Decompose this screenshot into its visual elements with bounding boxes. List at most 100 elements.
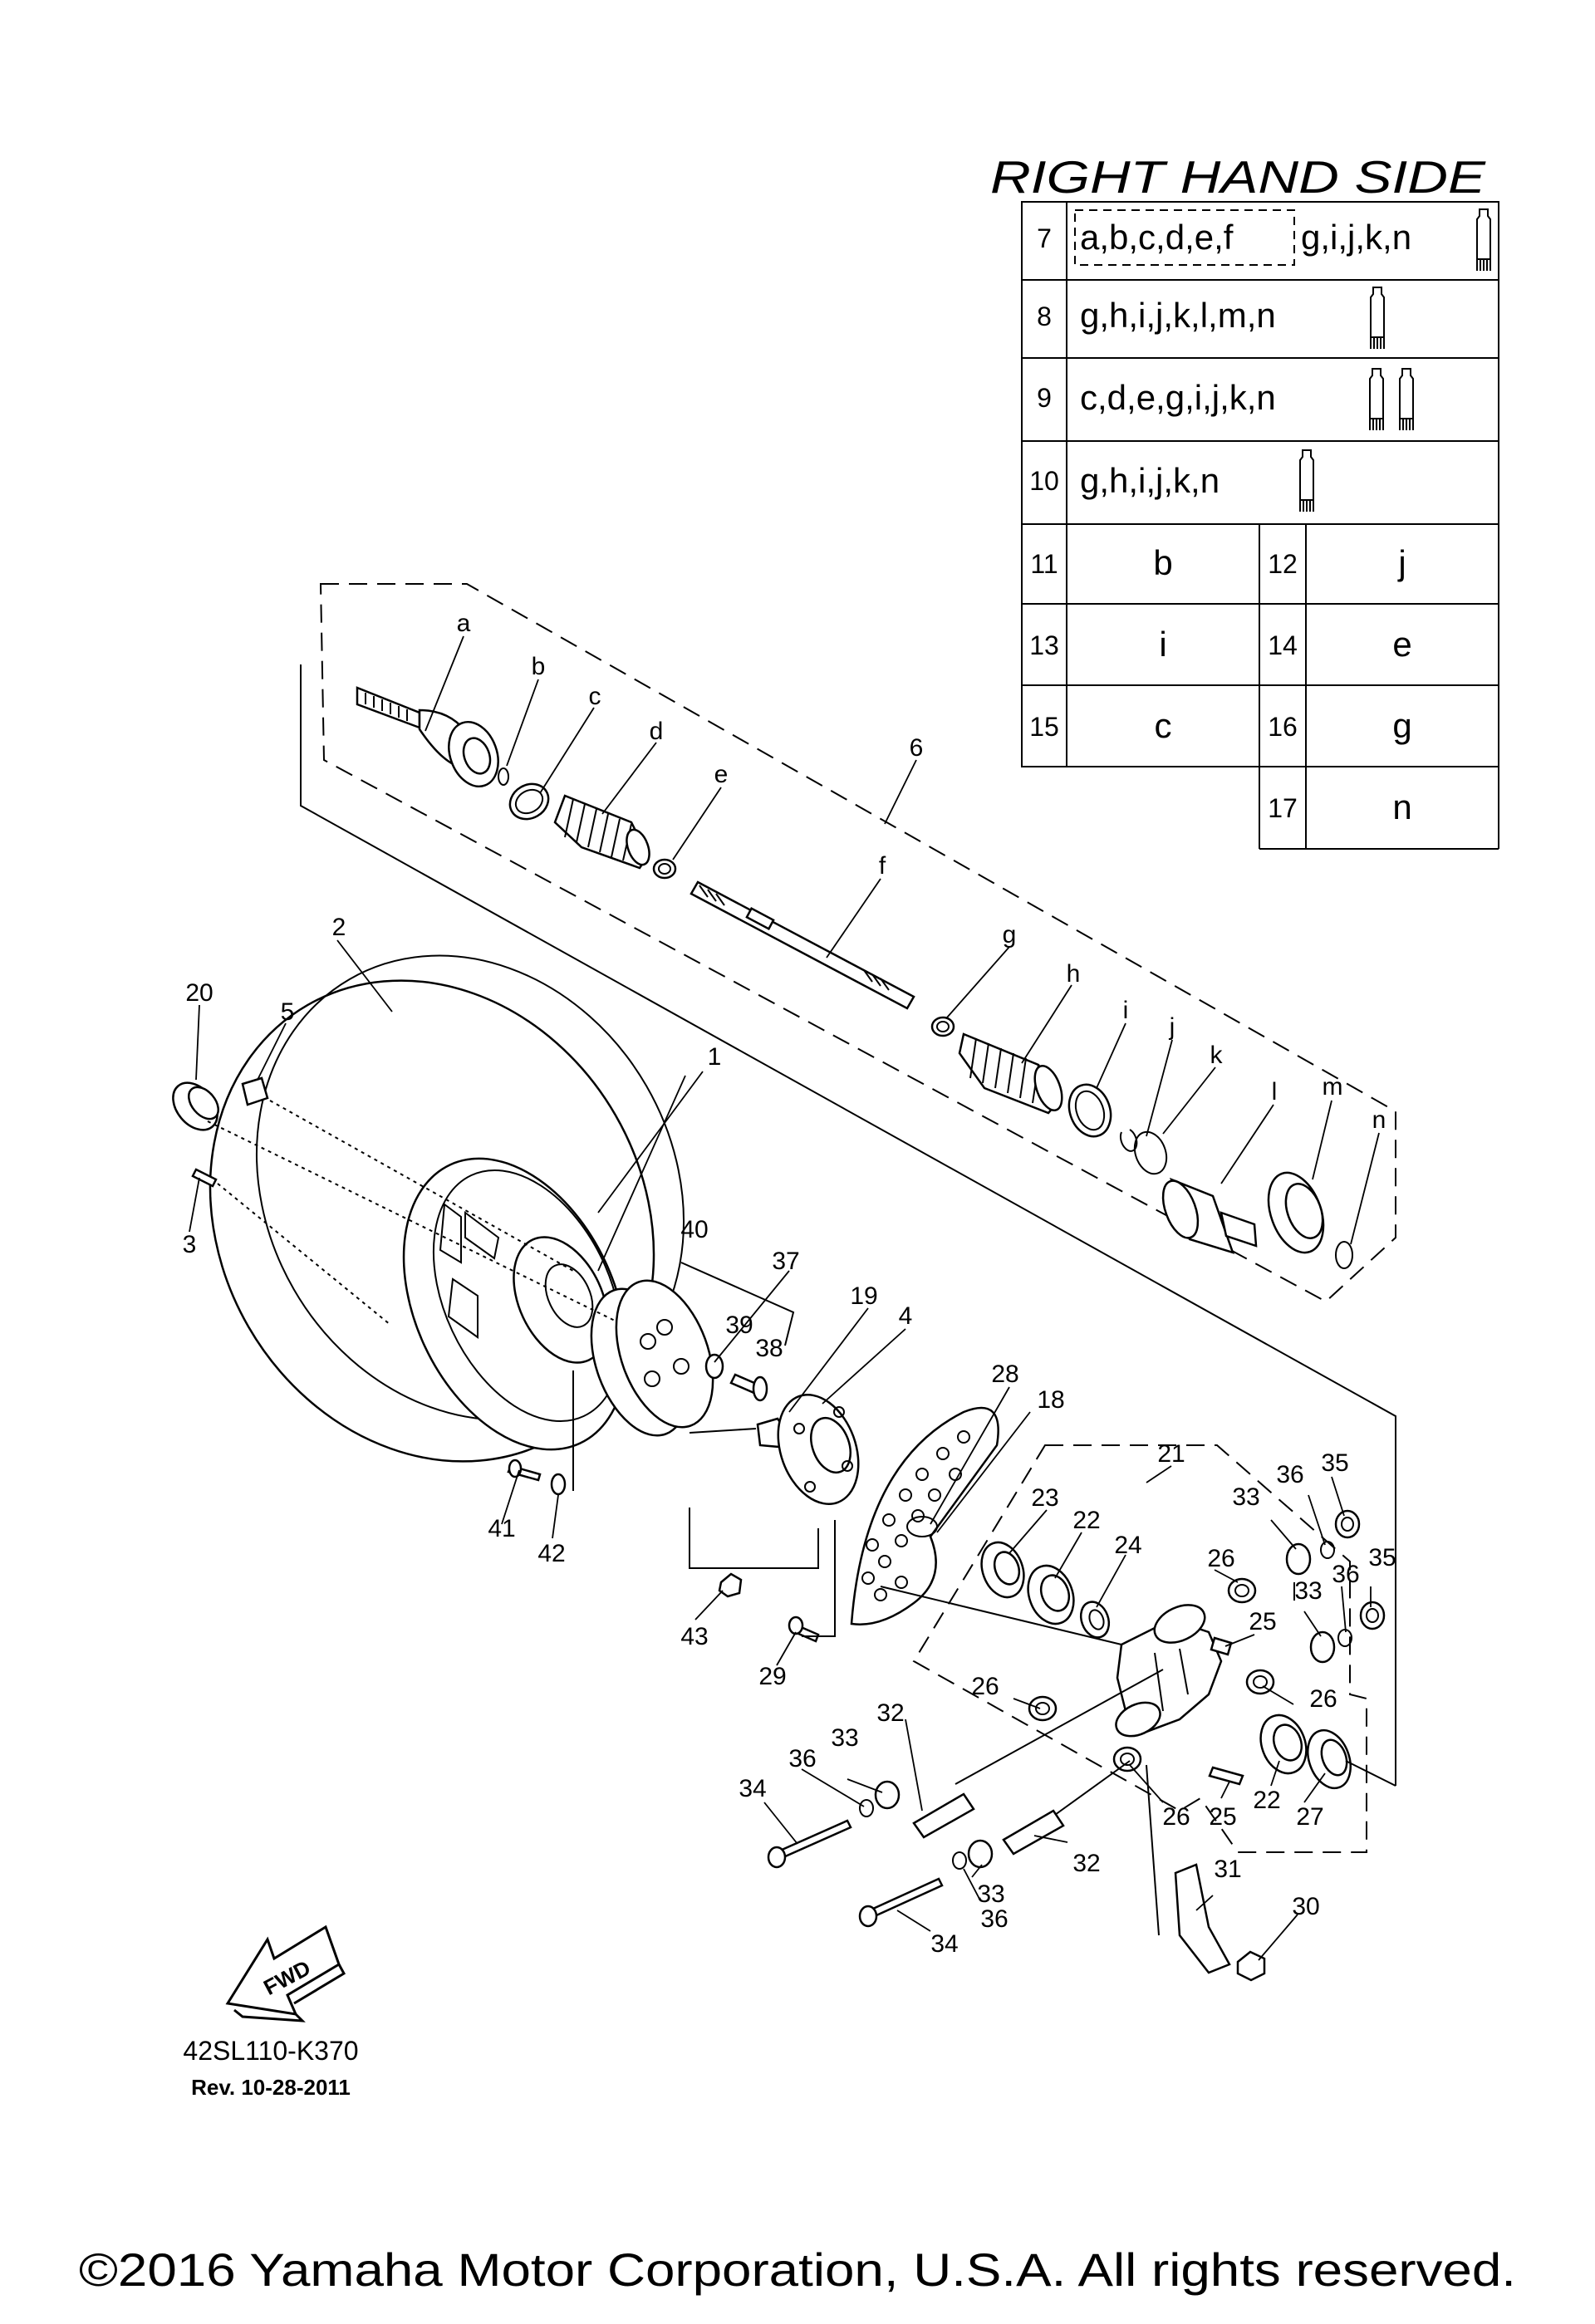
bolt-38 — [729, 1373, 768, 1402]
part-label: f — [879, 852, 886, 880]
part-number: 5 — [281, 998, 295, 1026]
assembly-line — [1345, 1760, 1396, 1787]
group-bracket — [802, 1520, 836, 1637]
assembly-line — [955, 1669, 1164, 1785]
washer-33 — [1285, 1542, 1312, 1576]
bolt-34 — [767, 1819, 852, 1869]
cv-boot-d — [553, 794, 650, 870]
knuckle-group-boundary — [912, 1444, 1367, 1853]
part-number: 32 — [1072, 1850, 1100, 1877]
bearing-22 — [1027, 1564, 1075, 1625]
part-label: e — [714, 761, 729, 788]
collar-35 — [1334, 1509, 1361, 1539]
part-number: 35 — [1368, 1544, 1396, 1571]
cv-boot-h — [958, 1032, 1063, 1115]
bushing-26 — [1028, 1695, 1058, 1722]
drive-shaft-f — [690, 880, 915, 1010]
copyright-notice: ©2016 Yamaha Motor Corporation, U.S.A. A… — [79, 2243, 1516, 2296]
grease-tube-icon — [1370, 287, 1385, 349]
table-row: 15 c 16 g — [1029, 706, 1411, 745]
steering-knuckle — [1115, 1604, 1223, 1738]
circlip-b — [498, 767, 509, 786]
table-row: 7 a,b,c,d,e,f g,i,j,k,n — [1037, 218, 1411, 257]
washer-36 — [859, 1799, 874, 1817]
part-number: 33 — [1294, 1577, 1322, 1605]
part-number: 21 — [1157, 1440, 1185, 1468]
washer-33 — [967, 1839, 994, 1869]
row-parts: n — [1392, 787, 1411, 826]
bearing-22 — [1259, 1714, 1308, 1775]
grease-nipple-25 — [1210, 1636, 1233, 1656]
diagram-code: 42SL110-K370 — [183, 2036, 358, 2066]
part-number: 26 — [1162, 1803, 1190, 1831]
part-number: 36 — [788, 1745, 816, 1772]
spacer-24 — [1079, 1601, 1111, 1639]
leader-lines — [189, 939, 1372, 1961]
row-number: 9 — [1037, 383, 1052, 413]
washer-42 — [550, 1473, 567, 1496]
circlip-k — [1133, 1130, 1168, 1175]
row-parts: j — [1396, 543, 1406, 582]
revision-date: Rev. 10-28-2011 — [191, 2075, 351, 2100]
bolt-34 — [858, 1877, 944, 1928]
alignment-line — [207, 1120, 616, 1321]
part-label: c — [589, 683, 601, 710]
washer-33 — [874, 1780, 901, 1810]
part-number: 38 — [755, 1335, 783, 1362]
wheel-rim — [402, 1157, 628, 1451]
part-number: 18 — [1037, 1386, 1064, 1414]
assembly-line — [1054, 1760, 1131, 1816]
row-number: 8 — [1037, 302, 1052, 331]
part-number: 39 — [725, 1312, 753, 1339]
row-number: 7 — [1037, 223, 1052, 253]
part-number: 40 — [680, 1216, 708, 1243]
part-number: 32 — [876, 1699, 904, 1727]
part-label: i — [1123, 997, 1129, 1024]
boot-band-e-inner — [658, 863, 671, 875]
part-number: 29 — [758, 1663, 786, 1690]
part-number: 27 — [1296, 1803, 1323, 1831]
cv-joint-inner — [1161, 1177, 1258, 1254]
part-number: 36 — [1276, 1461, 1303, 1488]
table-row: 10 g,h,i,j,k,n — [1029, 461, 1220, 500]
table-row: 11 b 12 j — [1030, 543, 1406, 582]
part-number: 24 — [1114, 1532, 1141, 1559]
oil-seal-23 — [980, 1541, 1025, 1599]
number-labels: 1 2 3 4 5 6 18 19 20 21 22 22 23 24 25 2… — [183, 734, 1396, 1958]
part-label: g — [1003, 921, 1017, 949]
oil-seal-27 — [1307, 1728, 1352, 1790]
row-parts: c,d,e,g,i,j,k,n — [1080, 378, 1276, 417]
boot-band-g-inner — [936, 1021, 950, 1032]
grease-tube-icon — [1476, 208, 1491, 271]
bolt-41 — [507, 1459, 542, 1482]
part-label: a — [457, 610, 471, 637]
o-ring-n — [1335, 1241, 1353, 1269]
group-bracket — [689, 1508, 819, 1569]
part-label: m — [1323, 1073, 1343, 1101]
grease-nipple-25 — [1208, 1766, 1244, 1786]
part-number: 35 — [1321, 1449, 1348, 1477]
part-number: 26 — [971, 1673, 999, 1700]
shaft-assembly-bracket — [300, 664, 1396, 1466]
grease-tube-icon — [1369, 368, 1384, 430]
part-number: 34 — [739, 1775, 766, 1802]
table-row: 8 g,h,i,j,k,l,m,n — [1037, 296, 1276, 335]
part-number: 1 — [708, 1043, 722, 1071]
wheel-hub-4 — [777, 1394, 860, 1505]
part-label: h — [1067, 960, 1081, 988]
fwd-arrow-icon: FWD — [225, 1924, 346, 2022]
boot-band-g — [930, 1016, 955, 1037]
washer-36 — [1320, 1541, 1335, 1559]
part-number: 20 — [185, 979, 213, 1007]
part-label: n — [1372, 1106, 1386, 1134]
bushing-26 — [1227, 1577, 1257, 1604]
part-number: 36 — [1332, 1561, 1359, 1588]
grease-tube-icon — [1299, 449, 1314, 512]
part-number: 41 — [488, 1515, 515, 1542]
row-parts: e — [1392, 625, 1411, 664]
part-number: 19 — [850, 1282, 877, 1310]
row-parts: g,h,i,j,k,n — [1080, 461, 1220, 500]
washer-33 — [1309, 1630, 1336, 1664]
row-parts: i — [1159, 625, 1166, 664]
